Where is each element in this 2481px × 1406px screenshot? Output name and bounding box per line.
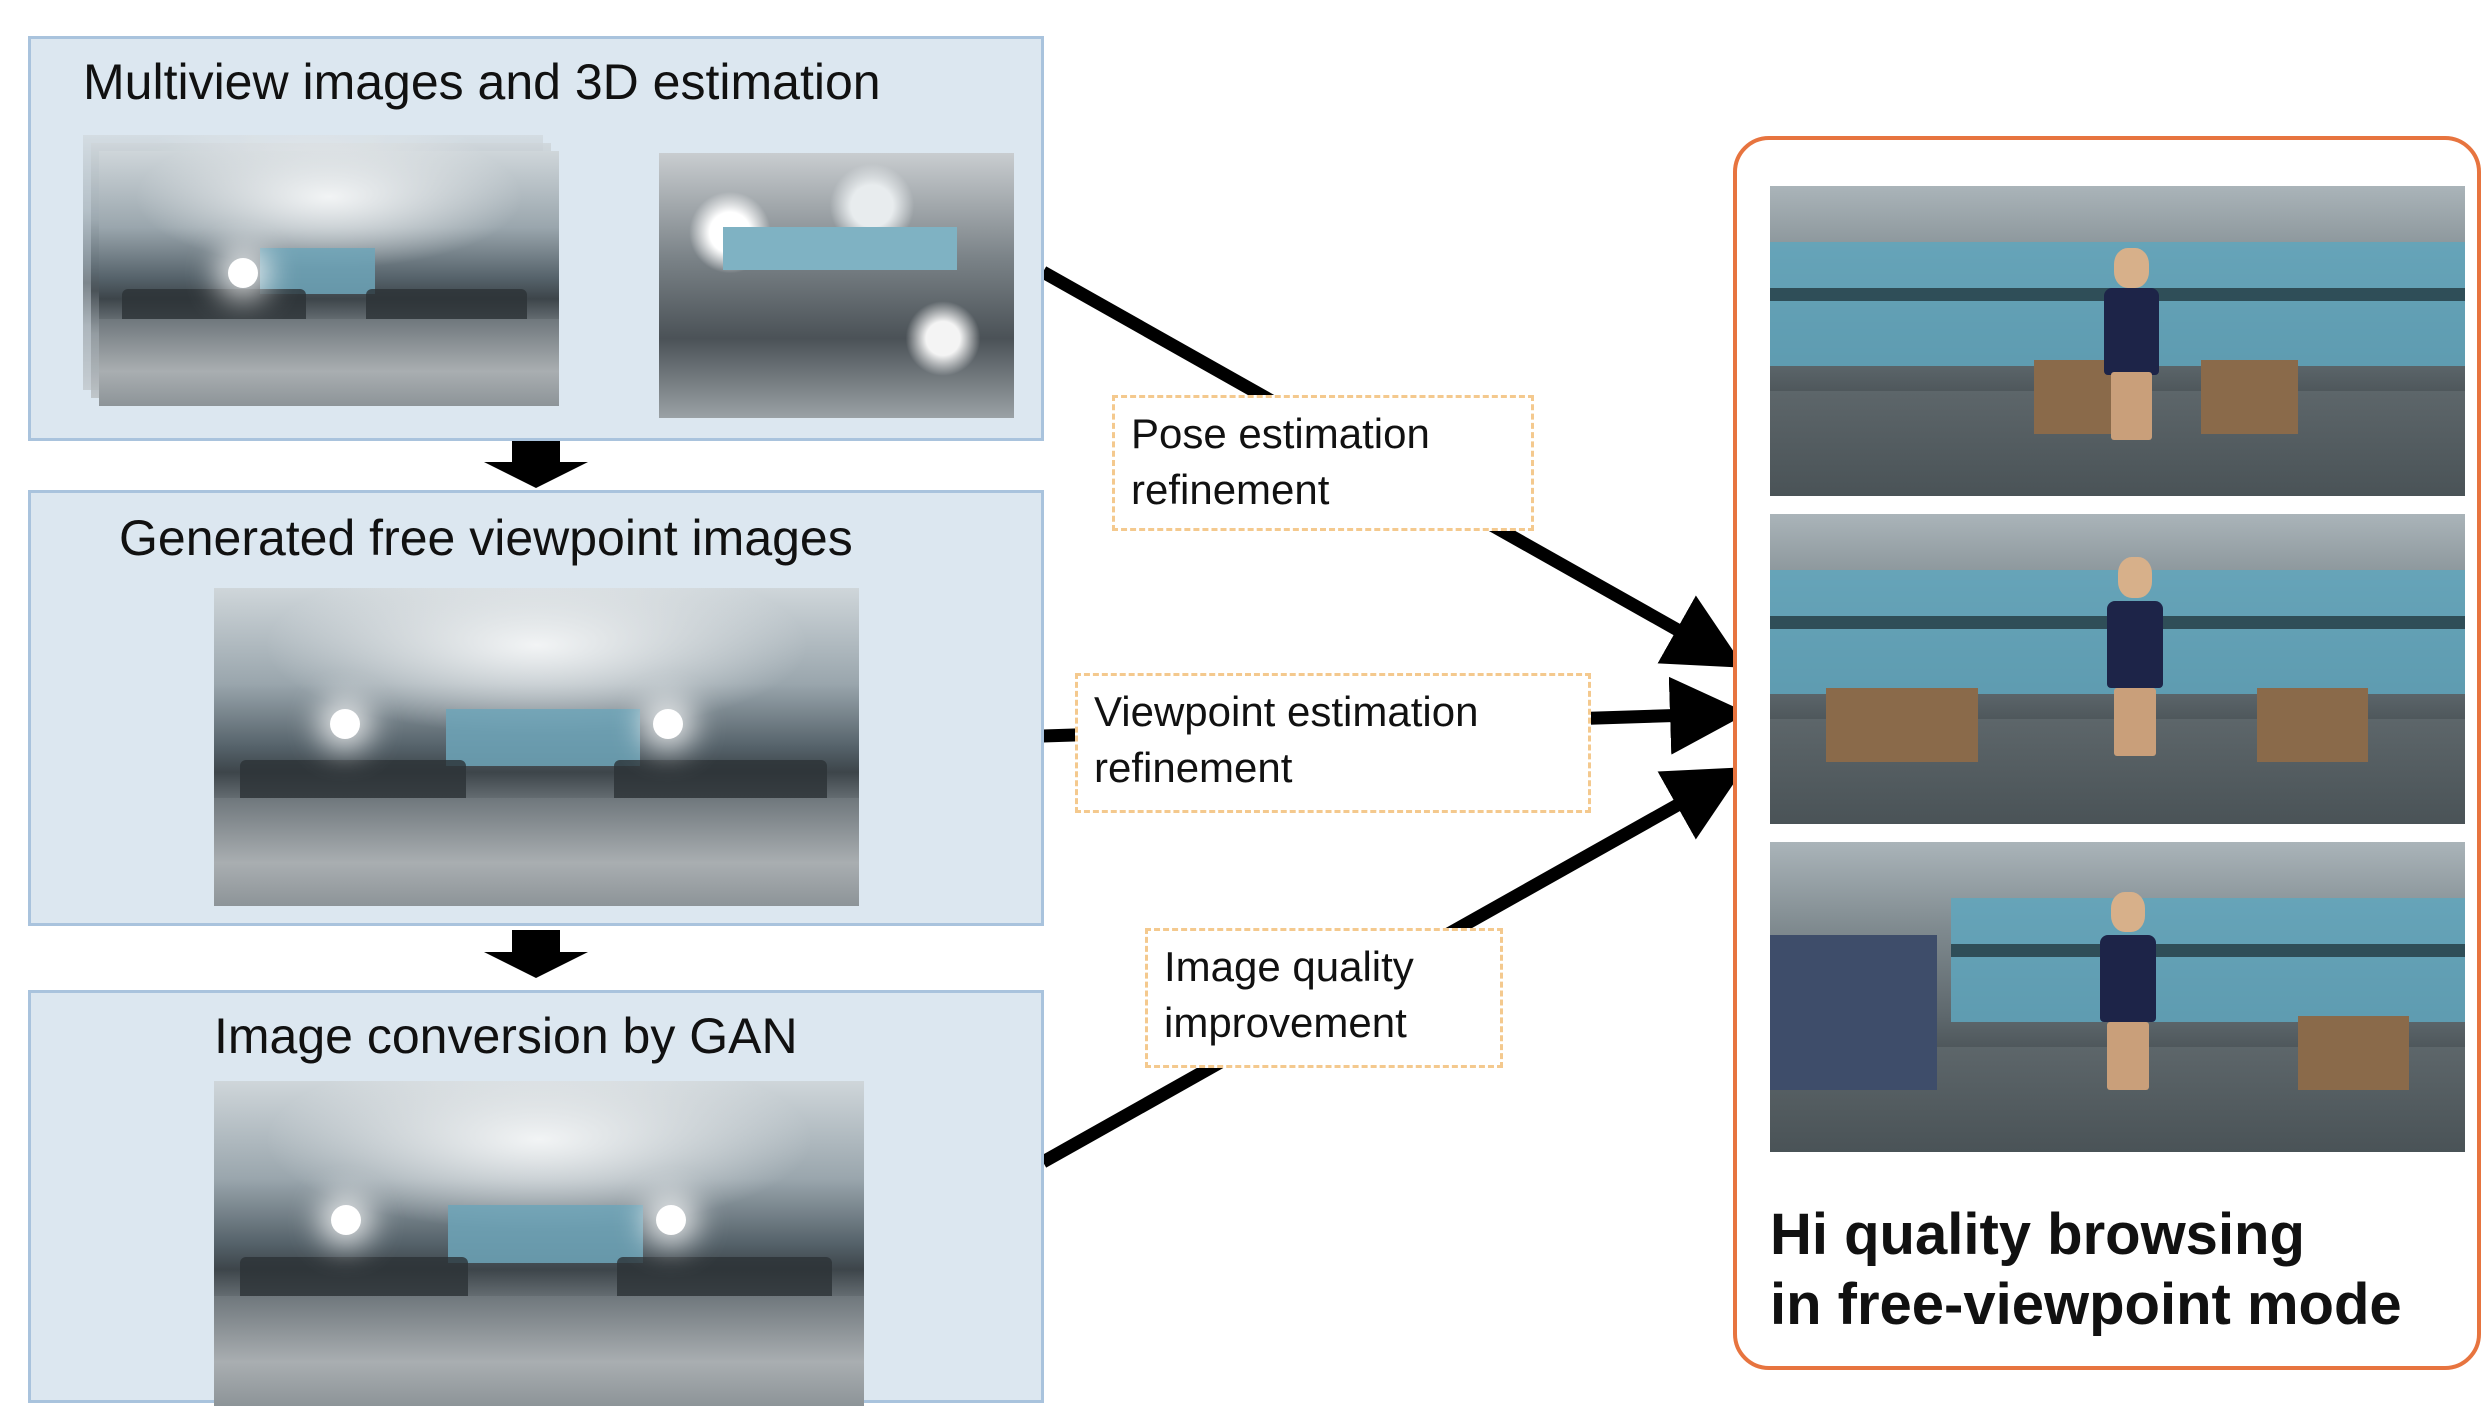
result-panel: Hi quality browsing in free-viewpoint mo…: [1733, 136, 2481, 1370]
stage-gan-conversion: Image conversion by GAN: [28, 990, 1044, 1406]
down-arrow-2: [484, 930, 588, 978]
label-viewpoint-line2: refinement: [1094, 744, 1293, 791]
label-pose-line2: refinement: [1131, 466, 1330, 513]
label-quality-line2: improvement: [1164, 999, 1407, 1046]
result-caption-line2: in free-viewpoint mode: [1770, 1272, 2402, 1337]
gan-converted-panorama: [214, 1081, 864, 1406]
result-view-2: [1770, 514, 2465, 824]
free-viewpoint-panorama: [214, 588, 859, 906]
result-caption-line1: Hi quality browsing: [1770, 1202, 2305, 1267]
result-view-1: [1770, 186, 2465, 496]
down-arrow-1: [484, 440, 588, 488]
label-quality-line1: Image quality: [1164, 943, 1414, 990]
stage-gan-conversion-title: Image conversion by GAN: [214, 1008, 798, 1064]
label-pose-refinement: Pose estimation refinement: [1112, 395, 1534, 531]
label-viewpoint-line1: Viewpoint estimation: [1094, 688, 1479, 735]
stage-multiview: Multiview images and 3D estimation: [28, 36, 1044, 441]
multiview-image: [99, 151, 559, 406]
3d-pointcloud-image: [659, 153, 1014, 418]
result-view-3: [1770, 842, 2465, 1152]
result-caption: Hi quality browsing in free-viewpoint mo…: [1770, 1200, 2402, 1340]
stage-free-viewpoint-title: Generated free viewpoint images: [119, 510, 853, 566]
label-pose-line1: Pose estimation: [1131, 410, 1430, 457]
stage-free-viewpoint: Generated free viewpoint images: [28, 490, 1044, 926]
label-viewpoint-refinement: Viewpoint estimation refinement: [1075, 673, 1591, 813]
label-quality-improvement: Image quality improvement: [1145, 928, 1503, 1068]
stage-multiview-title: Multiview images and 3D estimation: [83, 54, 881, 110]
